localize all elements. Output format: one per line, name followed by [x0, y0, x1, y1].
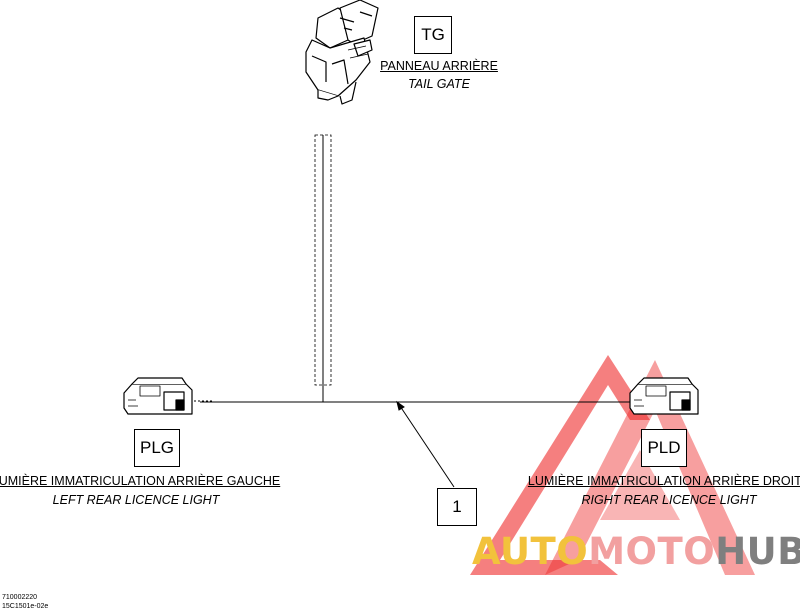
wire-harness: [190, 135, 630, 403]
callout-leader: [396, 400, 455, 488]
watermark-hub: HUB: [715, 530, 800, 573]
left-light-name-en: LEFT REAR LICENCE LIGHT: [52, 493, 220, 507]
right-light-name-en: RIGHT REAR LICENCE LIGHT: [581, 493, 757, 507]
tail-gate-name-fr: PANNEAU ARRIÈRE: [380, 59, 498, 73]
harness-sleeve: [314, 134, 332, 386]
tail-gate-name-en: TAIL GATE: [408, 77, 470, 91]
watermark-text: AUTOMOTOHUB: [472, 530, 800, 573]
right-light-name-fr: LUMIÈRE IMMATRICULATION ARRIÈRE DROITE: [527, 474, 800, 488]
callout-number-box: 1: [437, 488, 477, 526]
watermark-moto: MOTO: [588, 530, 716, 573]
watermark-auto: AUTO: [472, 530, 589, 573]
left-light-name-fr: LUMIÈRE IMMATRICULATION ARRIÈRE GAUCHE: [0, 474, 281, 488]
left-light-connector-icon: [123, 377, 193, 415]
left-light-code-box: PLG: [134, 429, 180, 467]
tail-gate-connector-icon: [305, 0, 379, 105]
drawing-reference-1: 710002220: [2, 594, 38, 601]
tail-gate-code-box: TG: [414, 16, 452, 54]
drawing-reference-2: 15C1501e-02e: [2, 603, 49, 610]
right-light-connector-icon: [629, 377, 699, 415]
watermark-triangle-logo: [470, 355, 755, 575]
right-light-code-box: PLD: [641, 429, 687, 467]
